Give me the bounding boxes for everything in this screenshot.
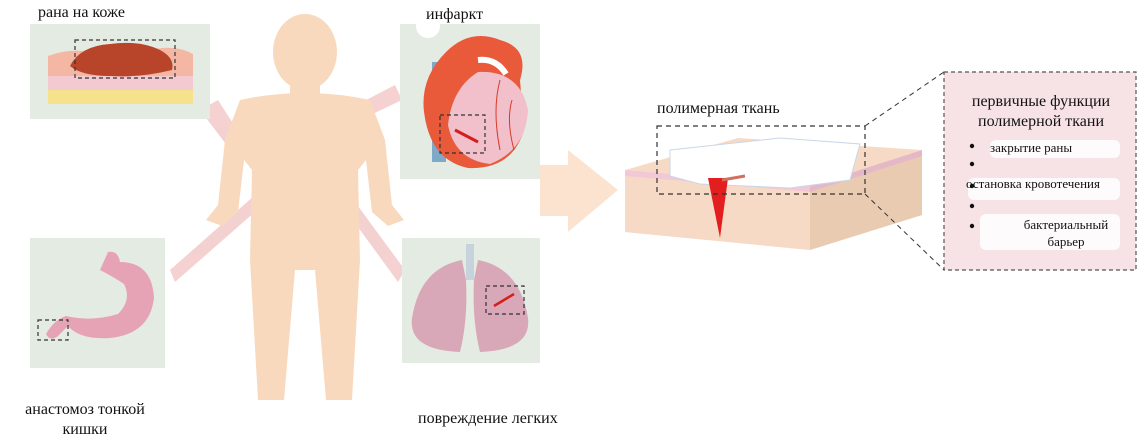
heart-infarct-label: инфаркт xyxy=(426,6,483,24)
intestine-panel xyxy=(30,238,165,368)
human-body-silhouette xyxy=(206,14,404,400)
bullet-dot xyxy=(970,224,974,228)
heart-panel xyxy=(400,14,540,179)
lung-injury-label: повреждение легких xyxy=(418,410,558,428)
polymer-patch xyxy=(670,138,860,188)
zoom-line-top xyxy=(865,72,944,126)
function-item-bacterial-barrier: бактериальный барьер xyxy=(1010,216,1122,250)
bullet-dot xyxy=(970,162,974,166)
lung-panel xyxy=(402,238,540,363)
polymer-tissue-label: полимерная ткань xyxy=(657,100,780,118)
function-item-wound-closure: закрытие раны xyxy=(990,140,1072,156)
bullet-dot xyxy=(970,144,974,148)
skin-wound-label: рана на коже xyxy=(38,4,125,22)
bullet-dot xyxy=(970,204,974,208)
intestine-anastomosis-label: анастомоз тонкой кишки xyxy=(10,400,160,440)
functions-title: первичные функции полимерной ткани xyxy=(948,92,1134,132)
function-item-hemostasis: остановка кровотечения xyxy=(966,176,1100,192)
skin-wound-panel xyxy=(30,24,210,119)
flow-arrow xyxy=(540,150,618,232)
